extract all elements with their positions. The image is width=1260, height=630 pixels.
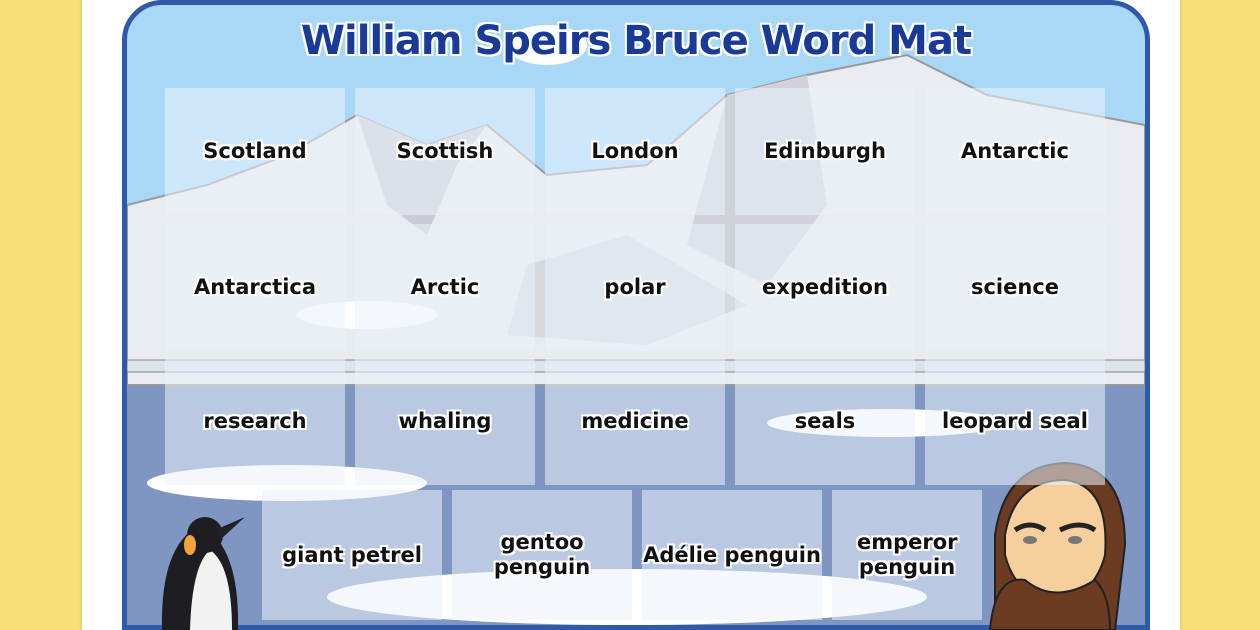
word-card: Scotland xyxy=(165,88,345,215)
word-label: Edinburgh xyxy=(764,139,886,163)
word-label: London xyxy=(591,139,679,163)
word-card: emperor penguin xyxy=(832,490,982,620)
word-card: London xyxy=(545,88,725,215)
word-label: Adélie penguin xyxy=(643,542,821,567)
word-label: emperor penguin xyxy=(857,530,958,579)
word-card: expedition xyxy=(735,224,915,351)
word-label: leopard seal xyxy=(942,409,1088,433)
word-label: medicine xyxy=(581,409,689,433)
word-card: Scottish xyxy=(355,88,535,215)
word-label: research xyxy=(203,409,307,433)
word-card: whaling xyxy=(355,358,535,485)
word-card: Edinburgh xyxy=(735,88,915,215)
william-speirs-bruce-portrait xyxy=(988,461,1127,630)
page-title: William Speirs Bruce Word Mat xyxy=(300,18,972,64)
word-label: Scotland xyxy=(203,139,307,163)
word-card: science xyxy=(925,224,1105,351)
word-card: Antarctica xyxy=(165,224,345,351)
word-card: Antarctic xyxy=(925,88,1105,215)
word-label: giant petrel xyxy=(282,542,422,567)
word-label: Antarctic xyxy=(961,139,1069,163)
emperor-penguin-illustration xyxy=(161,517,245,630)
word-label: Antarctica xyxy=(193,275,317,299)
word-card: research xyxy=(165,358,345,485)
word-label: whaling xyxy=(398,409,492,433)
word-label: gentoo penguin xyxy=(493,530,591,579)
word-label: seals xyxy=(794,409,856,433)
word-card: Adélie penguin xyxy=(642,490,822,620)
word-card: seals xyxy=(735,358,915,485)
word-card: gentoo penguin xyxy=(452,490,632,620)
word-label: Arctic xyxy=(410,275,480,299)
word-card: medicine xyxy=(545,358,725,485)
word-card: Arctic xyxy=(355,224,535,351)
word-label: Scottish xyxy=(396,139,494,163)
word-card: giant petrel xyxy=(262,490,442,620)
word-card: leopard seal xyxy=(925,358,1105,485)
word-label: polar xyxy=(604,275,666,299)
word-label: expedition xyxy=(762,275,888,299)
word-card: polar xyxy=(545,224,725,351)
word-label: science xyxy=(970,275,1060,299)
